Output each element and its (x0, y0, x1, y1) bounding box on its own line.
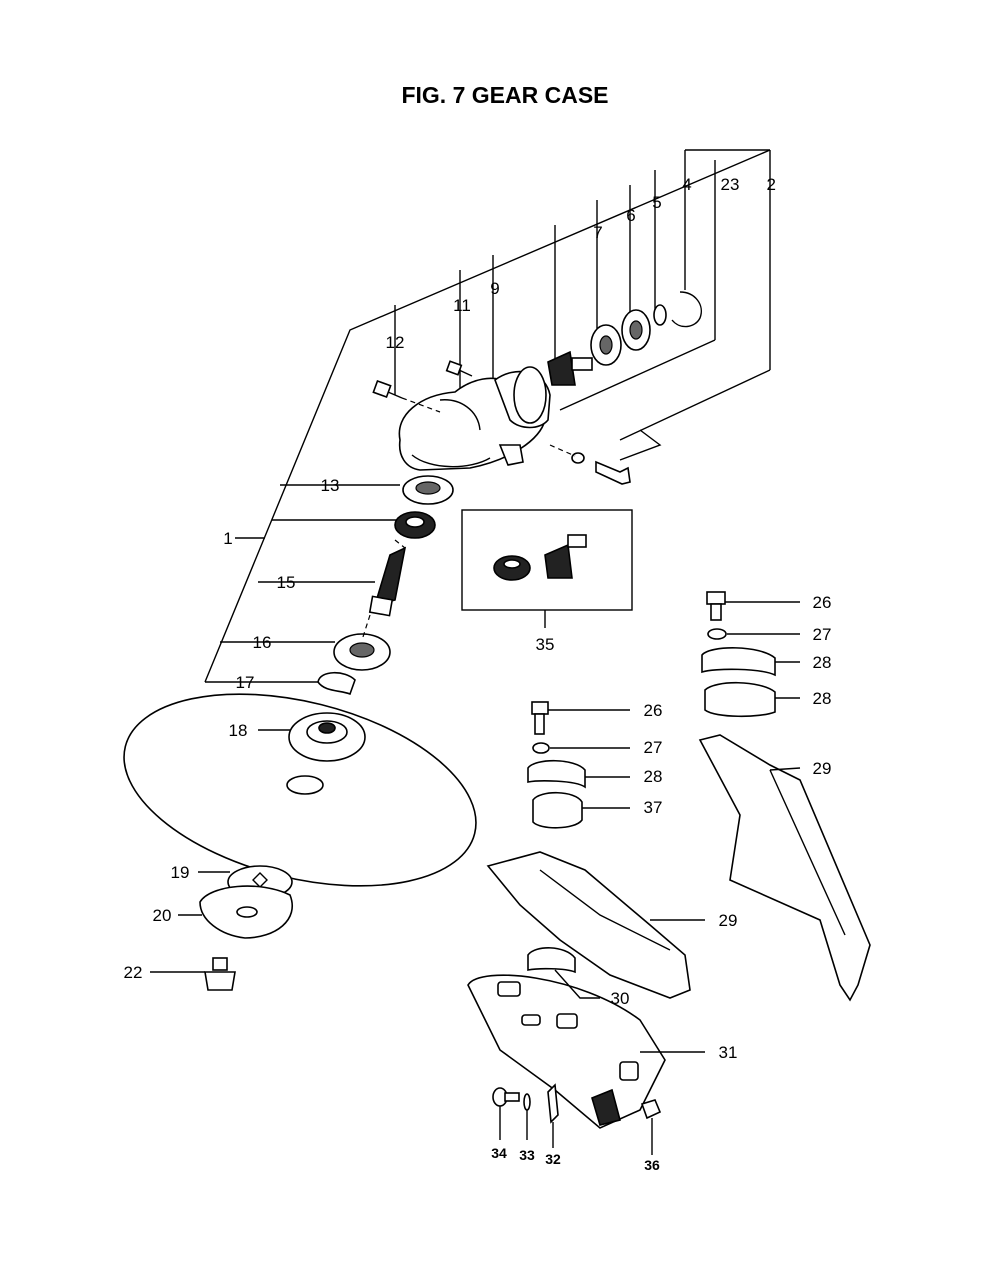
box-35 (461, 509, 633, 628)
collar-17 (317, 671, 356, 696)
right-leaders (150, 601, 801, 1155)
bolt-34 (492, 1087, 520, 1107)
clamp-28-lower-right (704, 681, 776, 718)
snap-ring-4 (671, 291, 702, 328)
bearing-16 (333, 614, 391, 671)
gear-case-body (398, 366, 551, 471)
label-16: 16 (253, 633, 272, 652)
label-33: 33 (519, 1147, 535, 1163)
label-32: 32 (545, 1151, 561, 1167)
bolt-11 (445, 360, 473, 377)
nut-36 (640, 1099, 662, 1120)
part-labels: 2 23 4 5 6 7 9 11 12 13 1 15 16 17 18 19… (124, 175, 832, 1173)
label-19: 19 (171, 863, 190, 882)
bolt-23 (549, 444, 631, 485)
label-28-upper-right: 28 (813, 653, 832, 672)
nut-22 (204, 957, 236, 991)
label-11: 11 (453, 296, 471, 315)
label-35: 35 (536, 635, 555, 654)
label-28-lower-right: 28 (813, 689, 832, 708)
clamp-28-center (527, 759, 586, 789)
bolt-12 (372, 379, 441, 413)
pinion-gear-9 (547, 350, 593, 386)
gear-14 (394, 511, 436, 539)
blade-disc (123, 693, 477, 887)
label-13: 13 (321, 476, 340, 495)
washer-27-right (707, 628, 727, 640)
label-26-right: 26 (813, 593, 832, 612)
washer-33 (523, 1093, 531, 1111)
label-12: 12 (386, 333, 405, 352)
clamp-28-upper-right (701, 647, 776, 677)
label-29-center: 29 (719, 911, 738, 930)
label-28-center: 28 (644, 767, 663, 786)
label-20: 20 (153, 906, 172, 925)
label-1: 1 (223, 529, 232, 548)
sleeve-37 (532, 791, 583, 829)
figure-title: FIG. 7 GEAR CASE (401, 82, 608, 108)
bearing-6 (621, 309, 651, 351)
label-34: 34 (491, 1145, 507, 1161)
clamp-30 (527, 947, 576, 974)
label-37: 37 (644, 798, 663, 817)
label-4: 4 (682, 175, 691, 194)
guard-29-right (698, 734, 871, 1002)
label-15: 15 (277, 573, 296, 592)
washer-27-center (532, 742, 550, 754)
shaft-15 (368, 539, 407, 617)
label-5: 5 (652, 193, 661, 212)
label-36: 36 (644, 1157, 660, 1173)
label-23: 23 (721, 175, 740, 194)
bolt-26-center (531, 701, 549, 735)
label-22: 22 (124, 963, 143, 982)
bearing-13 (402, 475, 454, 505)
guard-29-center (486, 851, 691, 999)
washer-32 (547, 1083, 559, 1124)
label-31: 31 (719, 1043, 738, 1062)
label-30: 30 (611, 989, 630, 1008)
label-18: 18 (229, 721, 248, 740)
label-26-center: 26 (644, 701, 663, 720)
bolt-26-right (706, 591, 726, 621)
label-6: 6 (626, 206, 635, 225)
cover-20 (199, 885, 293, 939)
label-9: 9 (490, 279, 499, 298)
holder-18 (288, 712, 366, 762)
upper-leader-bracket (204, 149, 771, 683)
label-17: 17 (236, 673, 255, 692)
label-29-right: 29 (813, 759, 832, 778)
spacer-5 (653, 304, 667, 326)
label-2: 2 (767, 175, 776, 194)
bearing-7 (590, 324, 622, 366)
label-7: 7 (593, 223, 602, 242)
label-27-right: 27 (813, 625, 832, 644)
shield-31 (467, 974, 666, 1129)
label-27-center: 27 (644, 738, 663, 757)
